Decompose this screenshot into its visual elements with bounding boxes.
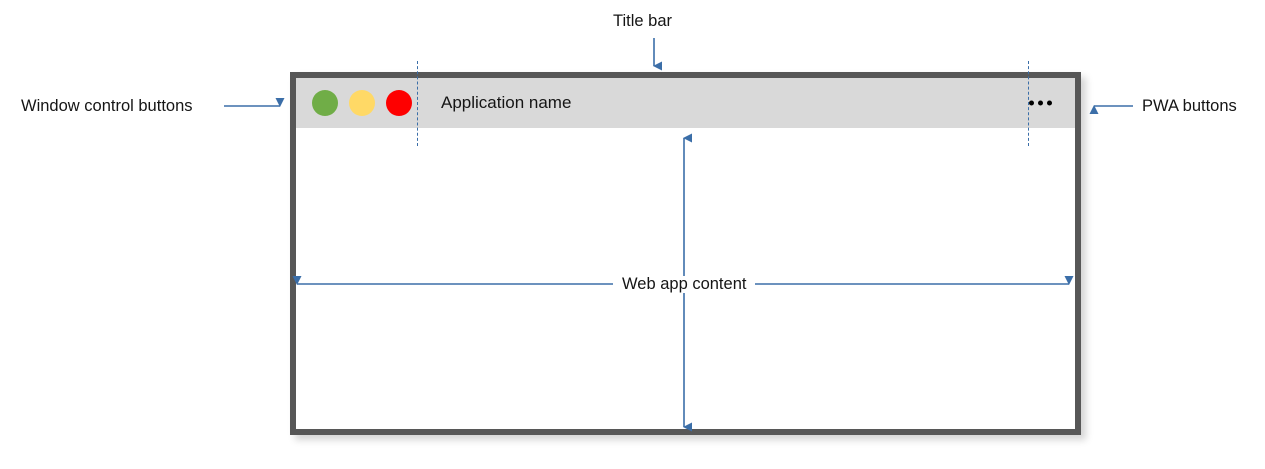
application-name: Application name: [441, 93, 572, 112]
ellipsis-icon[interactable]: [1029, 100, 1052, 106]
maximize-button[interactable]: [349, 90, 375, 116]
ellipsis-dot: [1038, 100, 1043, 106]
annotation-label-pwa-buttons: PWA buttons: [1142, 97, 1237, 115]
minimize-button[interactable]: [312, 90, 338, 116]
annotation-label-web-app-content: Web app content: [613, 276, 756, 293]
annotation-label-window-controls: Window control buttons: [21, 97, 193, 115]
ellipsis-dot: [1029, 100, 1034, 106]
title-bar: Application name: [296, 78, 1075, 128]
annotation-label-title-bar: Title bar: [613, 12, 672, 30]
ellipsis-dot: [1047, 100, 1052, 106]
close-button[interactable]: [386, 90, 412, 116]
dashed-guide-right: [1028, 61, 1029, 146]
window-control-buttons: [312, 90, 412, 116]
dashed-guide-left: [417, 61, 418, 146]
application-window: Application name: [290, 72, 1081, 435]
